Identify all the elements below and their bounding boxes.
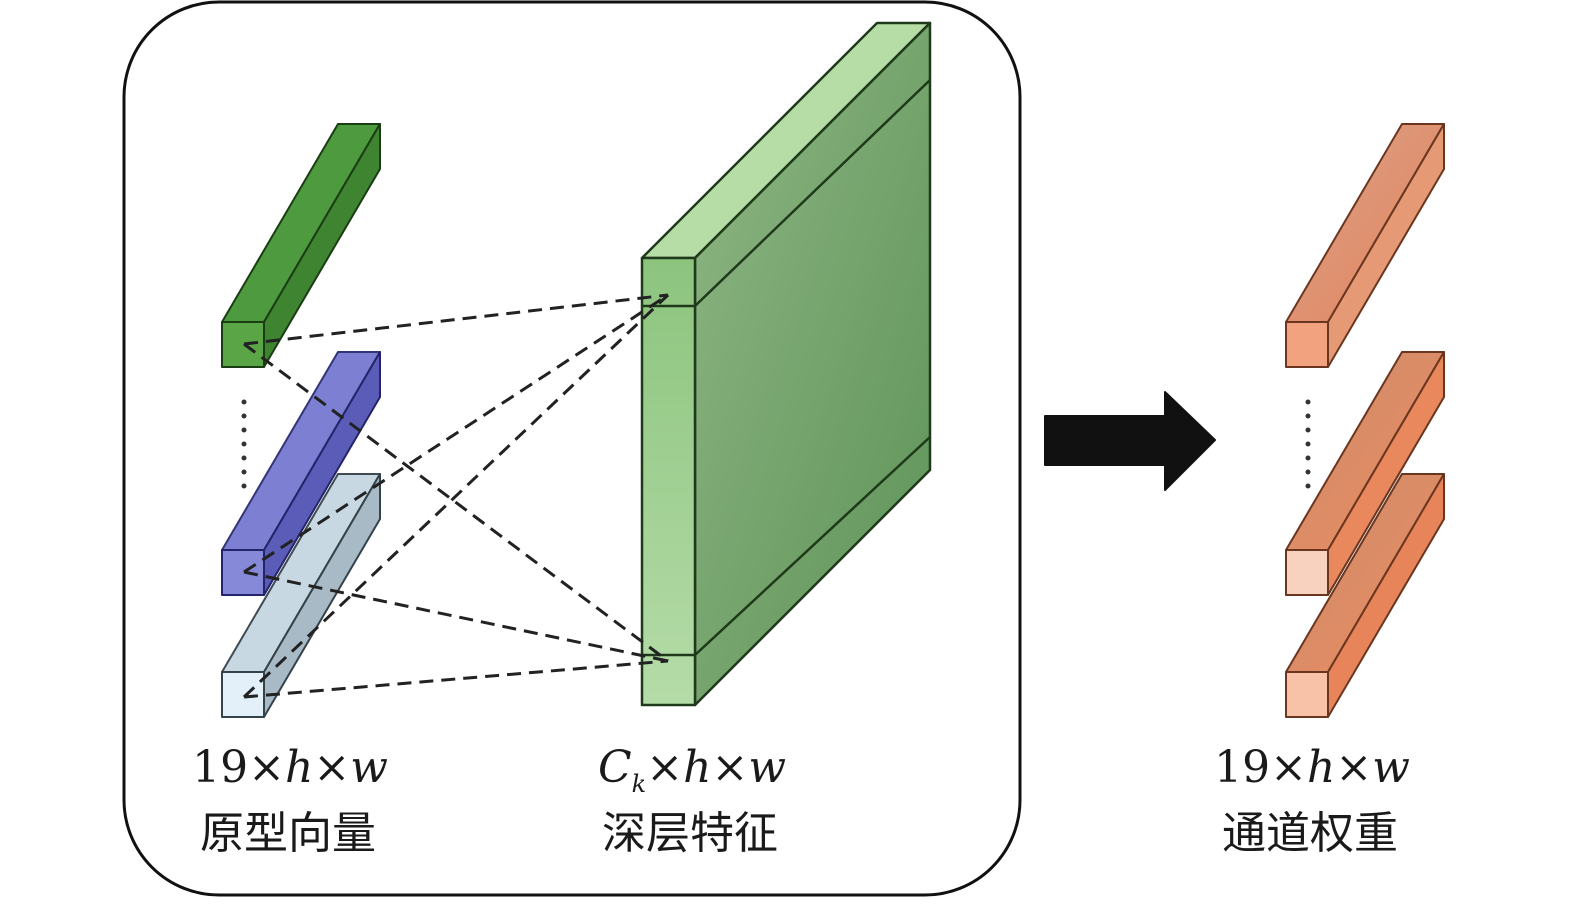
left-group-frame (122, 0, 1022, 897)
weight-dims-label: 19×h×w (1214, 742, 1410, 793)
prototype-caption: 原型向量 (200, 808, 376, 859)
prototype-bar-green (221, 123, 381, 368)
weight-bar-bottom (1285, 473, 1445, 718)
weight-bar-top (1285, 123, 1445, 368)
deep-feature-block (640, 21, 932, 707)
feature-dims-label: Ck×h×w (598, 742, 786, 798)
weight-ellipsis (1305, 399, 1311, 489)
right-arrow-icon (1044, 391, 1216, 491)
correlation-lines (242, 293, 670, 699)
prototype-ellipsis (241, 399, 247, 489)
prototype-dims-label: 19×h×w (192, 742, 388, 793)
weight-caption: 通道权重 (1222, 808, 1398, 859)
weight-bar-middle (1285, 351, 1445, 596)
feature-caption: 深层特征 (602, 808, 778, 859)
prototype-bar-light-blue (221, 473, 381, 718)
